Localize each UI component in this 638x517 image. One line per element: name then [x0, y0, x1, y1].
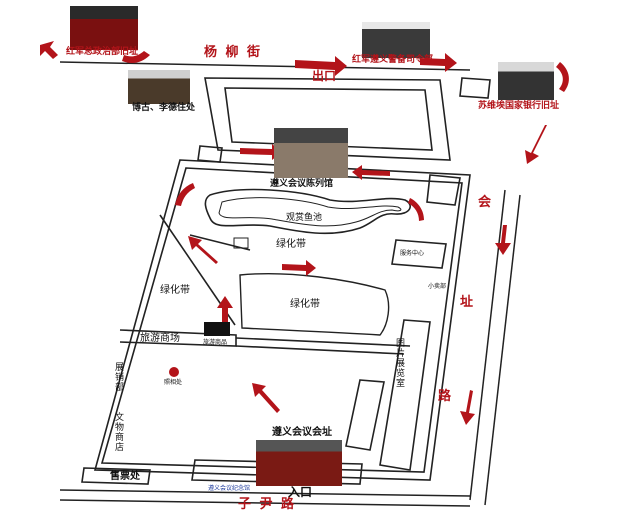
- entrance-gate-label: 入口: [288, 485, 313, 499]
- east-street-line: [469, 189, 506, 501]
- west-building-label-2: 文物商店: [113, 412, 123, 452]
- gatehouse-right: [459, 77, 491, 99]
- north-street-name: 杨 柳 街: [204, 45, 263, 60]
- exit-gate-label: 出口: [312, 69, 337, 83]
- tourism-shop-label: 旅游商场: [140, 333, 180, 344]
- red-arrow-icon: [495, 225, 511, 255]
- site-photo-icon: [362, 22, 430, 58]
- north-street-line: [59, 61, 471, 71]
- east-corridor-building: [379, 319, 431, 471]
- east-wing-building: [345, 379, 385, 451]
- fish-pond-inner: [218, 197, 402, 227]
- red-dot-icon: [169, 367, 179, 377]
- red-arrow-icon: [282, 260, 316, 276]
- tour-arrows: [40, 41, 569, 425]
- info-point-label: 服务中心: [400, 250, 425, 257]
- east-corridor-label: 图片展览室: [394, 338, 404, 388]
- ticket-office-label: 售票处: [110, 471, 140, 482]
- north-courtyard: [204, 77, 451, 161]
- red-arrow-icon: [460, 390, 475, 425]
- red-arrow-icon: [240, 144, 282, 160]
- green-belt-label-1: 绿化带: [276, 239, 306, 250]
- shop-wall: [119, 329, 237, 347]
- fish-pond-label: 观赏鱼池: [286, 213, 323, 223]
- lawn-outline: [239, 273, 390, 336]
- east-street-name-1: 会: [478, 195, 494, 210]
- red-arrow-icon: [188, 236, 218, 264]
- east-street-line-2: [484, 194, 521, 506]
- compound-walls: [81, 77, 491, 485]
- bank-site-label: 苏维埃国家银行旧址: [478, 101, 560, 111]
- street-lines: [59, 61, 521, 507]
- red-arrow-icon: [352, 165, 390, 180]
- red-arrow-icon: [175, 183, 195, 206]
- red-arrow-icon: [40, 41, 58, 59]
- red-arrow-icon: [252, 383, 280, 413]
- north-east-building: [426, 174, 461, 206]
- south-street-name: 子 尹 路: [238, 497, 297, 512]
- site-photo-icon: [256, 440, 342, 486]
- inner-wall: [100, 167, 463, 473]
- red-arrow-icon: [420, 53, 457, 72]
- site-photo-icon: [128, 70, 190, 104]
- red-arrow-icon: [525, 125, 547, 164]
- inner-gate: [204, 322, 230, 336]
- photo-spot-label: 照相处: [164, 379, 183, 386]
- guard-hq-label: 红军遵义警备司令部: [352, 55, 434, 65]
- bottom-note-label: 遵义会议纪念馆: [208, 485, 251, 492]
- meeting-site-label: 遵义会议会址: [272, 427, 332, 438]
- middle-wall-2: [235, 345, 405, 355]
- political-dept-label: 红军总政治部旧址: [66, 47, 139, 57]
- site-photo-icon: [274, 128, 348, 178]
- shop-sign-label-2: 小卖部: [428, 283, 447, 290]
- ticket-building: [81, 467, 151, 485]
- bogu-residence-label: 博古、李德住处: [132, 103, 196, 113]
- small-kiosk: [233, 237, 249, 249]
- red-arrow-icon: [295, 56, 347, 76]
- red-arrow-icon: [556, 62, 569, 92]
- east-street-name-3: 路: [438, 389, 454, 404]
- green-belt-label-2: 绿化带: [160, 285, 190, 296]
- south-street-line: [59, 489, 471, 497]
- red-arrow-icon: [217, 296, 233, 332]
- north-courtyard-inner: [224, 87, 433, 151]
- west-building-label-1: 展销部: [113, 362, 123, 392]
- middle-wall: [235, 337, 411, 347]
- red-arrow-icon: [122, 51, 150, 63]
- east-street-name-2: 址: [460, 295, 476, 310]
- shop-sign-label: 旅游商品: [203, 339, 228, 346]
- south-street-line-2: [59, 499, 471, 507]
- green-belt-label-3: 绿化带: [290, 299, 320, 310]
- red-arrow-icon: [408, 198, 424, 221]
- fish-pond-outline: [204, 188, 411, 235]
- outer-wall: [93, 159, 471, 481]
- gatehouse-left: [197, 145, 223, 163]
- site-photo-icon: [498, 62, 554, 100]
- site-photo-icon: [70, 6, 138, 50]
- info-building: [391, 239, 447, 269]
- exhibition-hall-label: 遵义会议陈列馆: [270, 179, 334, 189]
